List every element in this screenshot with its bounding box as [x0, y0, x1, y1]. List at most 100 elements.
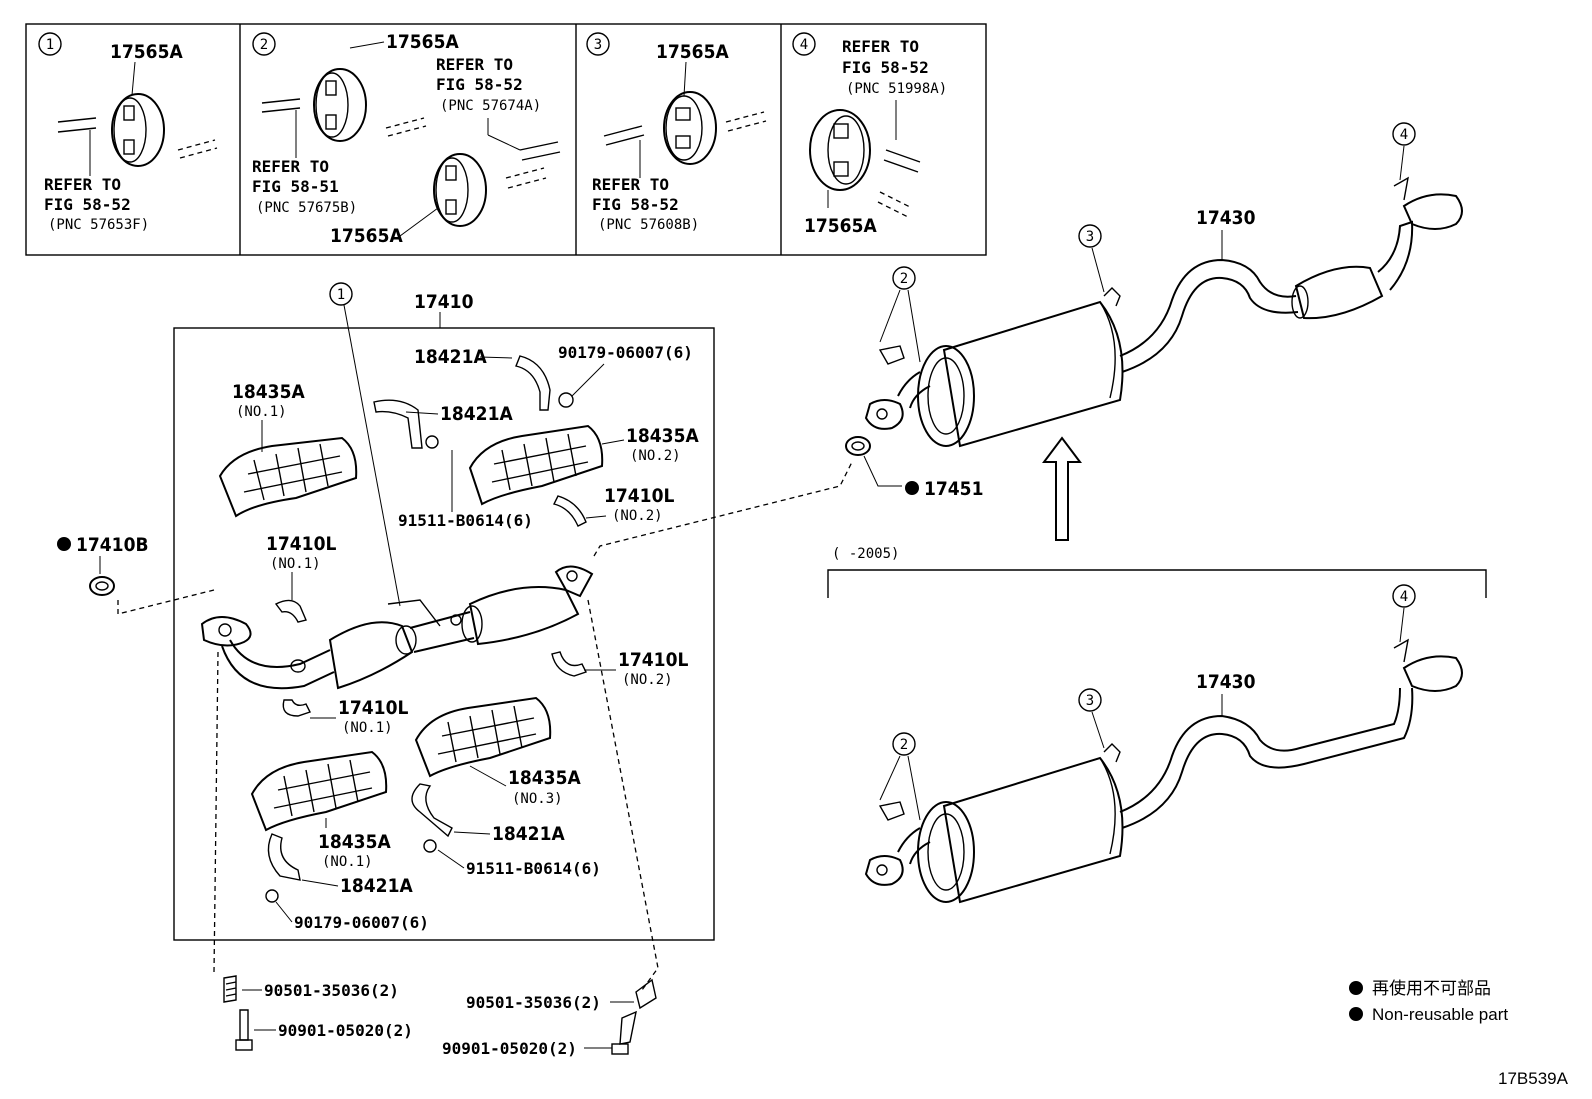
- inset-2-refA-3: (PNC 57674A): [440, 98, 541, 114]
- label-90179-b: 90179-06007(6): [294, 913, 429, 932]
- rubber-hanger: [313, 68, 367, 142]
- inset-2-refB-2: FIG 58-51: [252, 177, 339, 196]
- label-17451: 17451: [924, 478, 983, 500]
- gasket-17410B-group: 17410B: [57, 534, 215, 615]
- inset-3-ref-2: FIG 58-52: [592, 195, 679, 214]
- label-no2-c: (NO.2): [622, 672, 673, 688]
- inset-2-refA-2: FIG 58-52: [436, 75, 523, 94]
- inset-1-ref-3: (PNC 57653F): [48, 217, 149, 233]
- spring-left: [223, 975, 237, 1003]
- inset-4-ref-1: REFER TO: [842, 37, 919, 56]
- label-17410L-no2-a: 17410L: [604, 485, 674, 507]
- callout-3-upper: 3: [1086, 229, 1094, 245]
- label-91511-a: 91511-B0614(6): [398, 511, 533, 530]
- clamp-18421A-d: [267, 833, 301, 881]
- inlet-flange-lower: [864, 855, 904, 886]
- rubber-hanger: [809, 109, 871, 191]
- inset-4-part: 17565A: [804, 215, 877, 237]
- callout-2-lower: 2: [900, 737, 908, 753]
- legend-en: Non-reusable part: [1372, 1005, 1508, 1024]
- callout-3-lower: 3: [1086, 693, 1094, 709]
- label-no1-a: (NO.1): [270, 556, 321, 572]
- bracket-17410L-no1-a: [274, 599, 307, 623]
- rubber-hanger: [111, 93, 165, 167]
- clamp-18421A-b: [373, 399, 423, 449]
- label-no1-bottom: (NO.1): [322, 854, 373, 870]
- non-reusable-dot: [57, 537, 71, 551]
- callout-circle-1-main: [329, 282, 353, 306]
- heat-shield-no1-top: [218, 436, 358, 518]
- clamp-18421A-c: [411, 783, 453, 838]
- legend: 再使用不可部品 Non-reusable part: [1349, 978, 1508, 1024]
- non-reusable-dot-17451: [905, 481, 919, 495]
- label-no2-b: (NO.2): [612, 508, 663, 524]
- spring-right: [635, 978, 657, 1010]
- inset-4: 4 REFER TO FIG 58-52 (PNC 51998A) 17565A: [792, 32, 947, 237]
- assembly-number: 17410: [414, 291, 474, 313]
- label-90179-a: 90179-06007(6): [558, 343, 693, 362]
- callout-4-upper: 4: [1400, 127, 1408, 143]
- bolts: 90501-35036(2) 90901-05020(2) 90501-3503…: [223, 975, 657, 1058]
- label-bolt-right: 90901-05020(2): [442, 1039, 577, 1058]
- label-18435A-no2: 18435A: [626, 425, 699, 447]
- label-spring-right: 90501-35036(2): [466, 993, 601, 1012]
- inset-2-refB-3: (PNC 57675B): [256, 200, 357, 216]
- inset-3-part: 17565A: [656, 41, 729, 63]
- inlet-flange-upper: [864, 399, 904, 430]
- label-18421A-d: 18421A: [340, 875, 413, 897]
- label-91511-b: 91511-B0614(6): [466, 859, 601, 878]
- label-bolt-left: 90901-05020(2): [278, 1021, 413, 1040]
- label-no2-a: (NO.2): [630, 448, 681, 464]
- inset-3-ref-1: REFER TO: [592, 175, 669, 194]
- gasket-17451-group: 17451: [845, 436, 983, 500]
- gasket-17451: [845, 436, 871, 456]
- front-exhaust-pipe: [200, 565, 594, 690]
- heat-shield-no3: [414, 696, 552, 778]
- catalytic-converter-1: [328, 621, 414, 690]
- inset-4-ref-3: (PNC 51998A): [846, 81, 947, 97]
- range-note: ( -2005): [827, 546, 1487, 598]
- bolt-91511-b: [423, 839, 437, 853]
- nut-90179-b: [265, 889, 279, 903]
- assembly-box: [173, 327, 715, 941]
- sub-muffler-upper: [1294, 265, 1384, 320]
- callout-2-upper: 2: [900, 271, 908, 287]
- label-18435A-no1-bottom: 18435A: [318, 831, 391, 853]
- figure-code: 17B539A: [1498, 1069, 1569, 1088]
- label-18421A-a: 18421A: [414, 346, 487, 368]
- inset-2: 2 17565A REFER TO FIG 58-51 (PNC 57675B)…: [252, 31, 561, 247]
- front-pipe-assembly: 17410 1: [173, 282, 715, 941]
- label-17410L-no1-b: 17410L: [338, 697, 408, 719]
- bolt-91511-a: [425, 435, 439, 449]
- label-18421A-c: 18421A: [492, 823, 565, 845]
- inset-2-number: 2: [260, 37, 268, 53]
- inset-3-ref-3: (PNC 57608B): [598, 217, 699, 233]
- bolt-left: [239, 1009, 249, 1041]
- inset-2-refA-1: REFER TO: [436, 55, 513, 74]
- catalytic-converter-2: [468, 586, 580, 646]
- label-17410L-no1-a: 17410L: [266, 533, 336, 555]
- inset-1-number: 1: [46, 37, 54, 53]
- callout-circle-2: [252, 32, 276, 56]
- legend-dot-jp: [1349, 981, 1363, 995]
- nut-90179-a: [558, 392, 574, 408]
- label-no1-b: (NO.1): [342, 720, 393, 736]
- inset-1-part: 17565A: [110, 41, 183, 63]
- callout-circle-4: [792, 32, 816, 56]
- heat-shield-no2: [468, 424, 604, 506]
- label-18435A-no1-top: 18435A: [232, 381, 305, 403]
- inset-3-number: 3: [594, 37, 602, 53]
- range-note-text: ( -2005): [832, 546, 899, 562]
- bracket-17410L-no2-a: [552, 495, 587, 527]
- label-18435A-no3: 18435A: [508, 767, 581, 789]
- rear-flange: [554, 565, 594, 598]
- inset-4-number: 4: [800, 37, 808, 53]
- bracket-17410L-no2-b: [551, 651, 587, 677]
- callout-4-lower: 4: [1400, 589, 1408, 605]
- bracket-17410L-no1-b: [282, 699, 311, 717]
- inset-2-refB-1: REFER TO: [252, 157, 329, 176]
- inset-1-ref-1: REFER TO: [44, 175, 121, 194]
- label-17410B: 17410B: [76, 534, 149, 556]
- label-no3: (NO.3): [512, 791, 563, 807]
